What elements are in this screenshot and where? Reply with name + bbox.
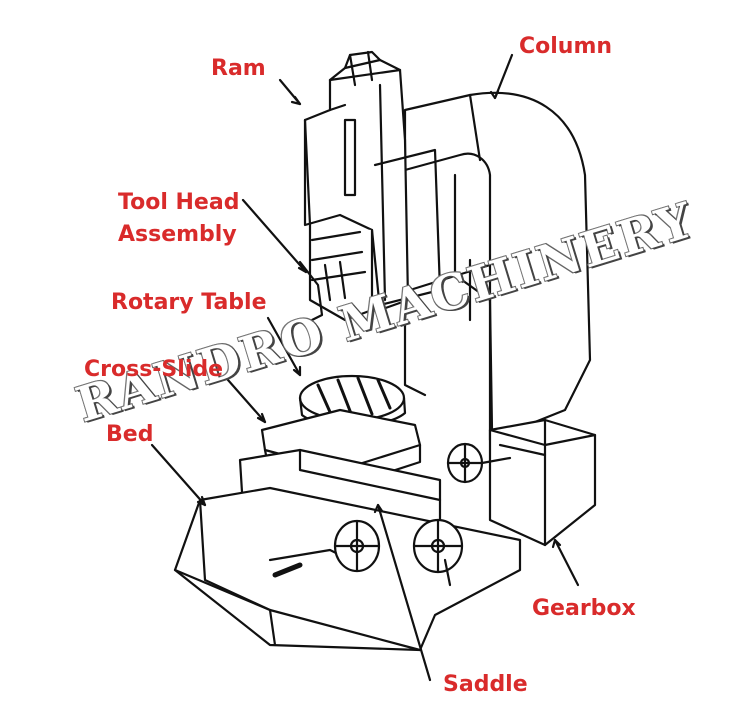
label-column: Column xyxy=(519,34,613,59)
gearbox-arrow xyxy=(553,538,580,587)
label-gearbox: Gearbox xyxy=(532,596,636,621)
rotary-table xyxy=(298,374,407,428)
label-bed: Bed xyxy=(106,422,154,447)
label-saddle: Saddle xyxy=(443,672,528,697)
cross-slide-arrow xyxy=(226,378,267,424)
label-tool-head-line2: Assembly xyxy=(118,222,237,247)
tool-head-assembly xyxy=(298,223,374,322)
machine-ram xyxy=(303,50,442,312)
leader-arrows xyxy=(150,53,580,682)
label-cross-slide: Cross-Slide xyxy=(84,357,224,382)
label-ram: Ram xyxy=(211,56,266,81)
handwheel-right xyxy=(446,442,512,484)
bed-arrow xyxy=(150,443,207,507)
machine-column xyxy=(403,91,592,442)
label-tool-head-line1: Tool Head xyxy=(118,190,240,215)
handwheel-left xyxy=(333,519,381,573)
tool-head-arrow xyxy=(241,198,308,274)
rotary-table-arrow xyxy=(266,316,302,377)
label-rotary-table: Rotary Table xyxy=(111,290,267,315)
gearbox xyxy=(488,418,597,547)
saddle-arrow xyxy=(376,503,432,682)
handwheel-center xyxy=(412,518,464,587)
